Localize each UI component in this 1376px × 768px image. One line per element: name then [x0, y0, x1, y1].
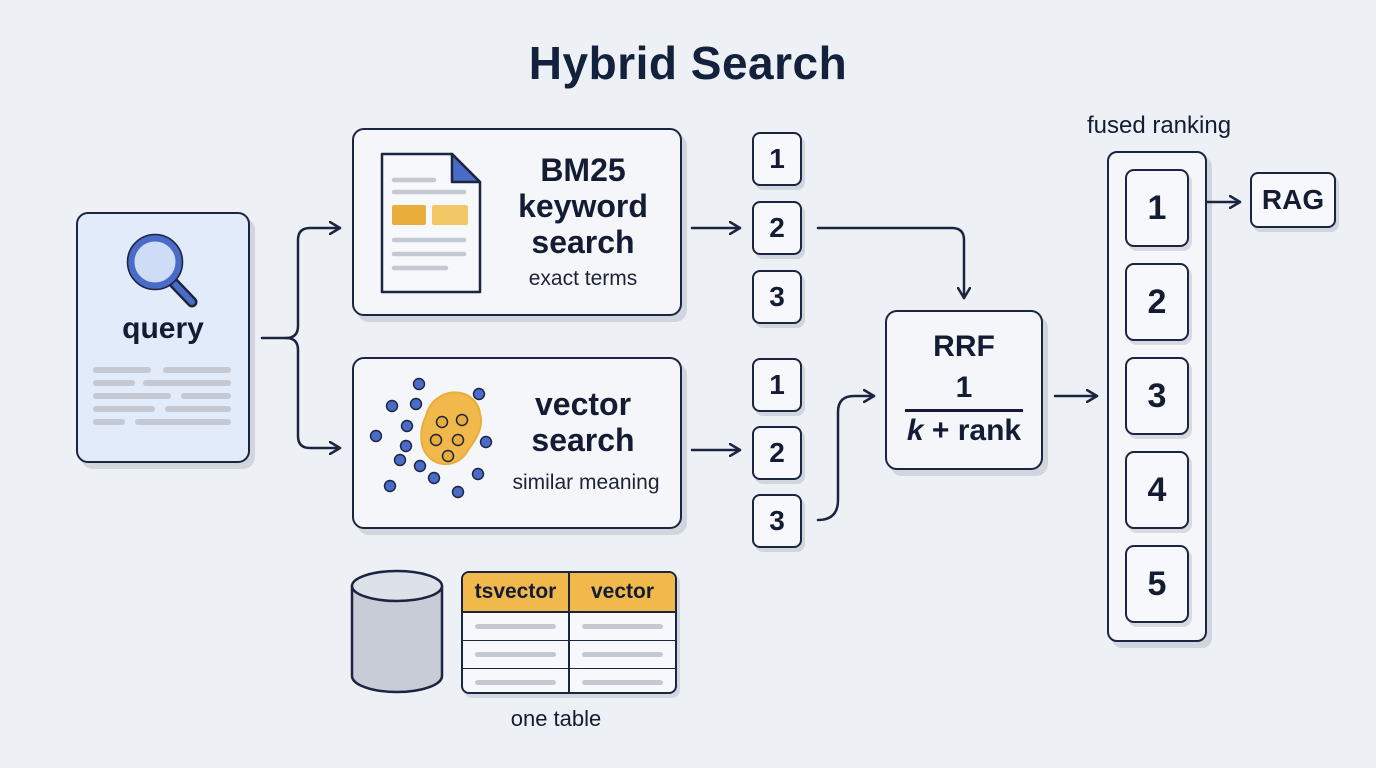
database-icon [350, 569, 444, 694]
vector-rank-1: 1 [752, 358, 802, 412]
vector-title-line1: vector [534, 386, 632, 422]
rrf-numerator: 1 [955, 371, 973, 404]
document-icon [380, 152, 482, 294]
bm25-rank-to-rrf-arrow [816, 226, 964, 300]
bm25-title-line3: search [531, 224, 635, 260]
fused-rank-4: 4 [1125, 451, 1189, 529]
fused-rank-2: 2 [1125, 263, 1189, 341]
bm25-title-line1: BM25 [540, 152, 626, 188]
rrf-card [885, 310, 1043, 470]
query-label: query [122, 312, 204, 345]
rrf-denominator-var: k [906, 414, 924, 447]
vector-cluster-icon [369, 377, 493, 499]
fused-rank-5: 5 [1125, 545, 1189, 623]
bm25-rank-1: 1 [752, 132, 802, 186]
column-tsvector: tsvector [463, 573, 570, 611]
table-header: tsvector vector [463, 573, 675, 613]
bm25-title-line2: keyword [518, 188, 648, 224]
vector-rank-3: 3 [752, 494, 802, 548]
rrf-fraction-bar [905, 409, 1023, 412]
bm25-caption: exact terms [528, 267, 638, 290]
query-text-lines [93, 367, 231, 425]
table-caption: one table [510, 706, 602, 731]
fused-rank-3: 3 [1125, 357, 1189, 435]
hybrid-table: tsvector vector [461, 571, 677, 694]
vector-caption: similar meaning [512, 471, 660, 494]
bm25-rank-2: 2 [752, 201, 802, 255]
rag-box: RAG [1250, 172, 1336, 228]
column-vector: vector [590, 580, 655, 603]
rrf-denominator: k + rank [885, 414, 1043, 448]
bm25-rank-3: 3 [752, 270, 802, 324]
query-to-vector-arrow [284, 336, 342, 448]
vector-rank-to-rrf-arrow [816, 396, 876, 522]
vector-title-line2: search [531, 422, 635, 458]
diagram-title: Hybrid Search [528, 37, 848, 89]
vector-rank-2: 2 [752, 426, 802, 480]
table-row [463, 641, 675, 669]
table-row [463, 669, 675, 692]
query-to-bm25-arrow [260, 228, 342, 340]
table-row [463, 613, 675, 641]
rrf-title: RRF [933, 330, 995, 363]
fused-ranking-label: fused ranking [1086, 112, 1232, 139]
fused-rank-1: 1 [1125, 169, 1189, 247]
rrf-denominator-rest: + rank [923, 414, 1022, 447]
magnifier-icon [126, 233, 198, 308]
